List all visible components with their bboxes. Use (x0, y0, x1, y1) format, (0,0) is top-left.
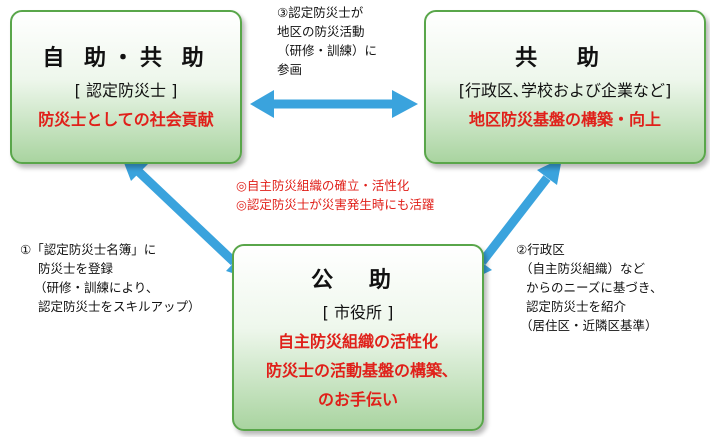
note-line: ③認定防災士が (277, 5, 364, 20)
public-help-subtitle: [ 市役所 ] (322, 303, 394, 322)
note-line: からのニーズに基づき､ (526, 280, 657, 295)
note-line: （研修・訓練）に (277, 43, 378, 58)
note-left-registration: ①「認定防災士名簿」に 防災士を登録 （研修・訓練により､ 認定防災士をスキルア… (20, 240, 201, 316)
public-help-role-line: 自主防災組織の活性化 (277, 332, 438, 351)
note-line: （居住区・近隣区基準） (520, 318, 658, 333)
note-line: 地区の防災活動 (277, 24, 365, 39)
note-line: ①「認定防災士名簿」に (20, 242, 157, 257)
mutual-help-box: 共 助 [行政区､学校および企業など] 地区防災基盤の構築・向上 (424, 10, 706, 164)
note-top-participation: ③認定防災士が 地区の防災活動 （研修・訓練）に 参画 (277, 3, 377, 79)
note-line: ◎自主防災組織の確立・活性化 (236, 178, 410, 193)
note-line: 参画 (277, 62, 303, 77)
self-mutual-help-subtitle: [ 認定防災士 ] (74, 81, 178, 100)
double-arrow-horizontal (250, 90, 418, 118)
public-help-box: 公 助 [ 市役所 ] 自主防災組織の活性化 防災士の活動基盤の構築､ のお手伝… (232, 244, 484, 431)
note-line: 防災士を登録 (38, 261, 114, 276)
note-line: （研修・訓練により､ (34, 280, 153, 295)
self-mutual-help-box: 自 助・共 助 [ 認定防災士 ] 防災士としての社会貢献 (10, 10, 242, 164)
note-line: 認定防災士をスキルアップ） (38, 299, 201, 314)
public-help-title: 公 助 (311, 268, 405, 293)
note-right-referral: ②行政区 （自主防災組織）など からのニーズに基づき､ 認定防災士を紹介 （居住… (516, 240, 658, 335)
public-help-role-line: 防災士の活動基盤の構築､ (265, 361, 450, 380)
mutual-help-subtitle: [行政区､学校および企業など] (458, 81, 672, 100)
public-help-role-line: のお手伝い (317, 390, 398, 409)
mutual-help-role: 地区防災基盤の構築・向上 (468, 110, 661, 129)
self-mutual-help-title: 自 助・共 助 (42, 46, 210, 71)
note-center-goals: ◎自主防災組織の確立・活性化 ◎認定防災士が災害発生時にも活躍 (236, 176, 434, 214)
mutual-help-title: 共 助 (515, 46, 615, 71)
note-line: ②行政区 (516, 242, 565, 257)
self-mutual-help-role: 防災士としての社会貢献 (38, 110, 214, 129)
note-line: ◎認定防災士が災害発生時にも活躍 (236, 197, 435, 212)
note-line: （自主防災組織）など (520, 261, 646, 276)
note-line: 認定防災士を紹介 (526, 299, 627, 314)
